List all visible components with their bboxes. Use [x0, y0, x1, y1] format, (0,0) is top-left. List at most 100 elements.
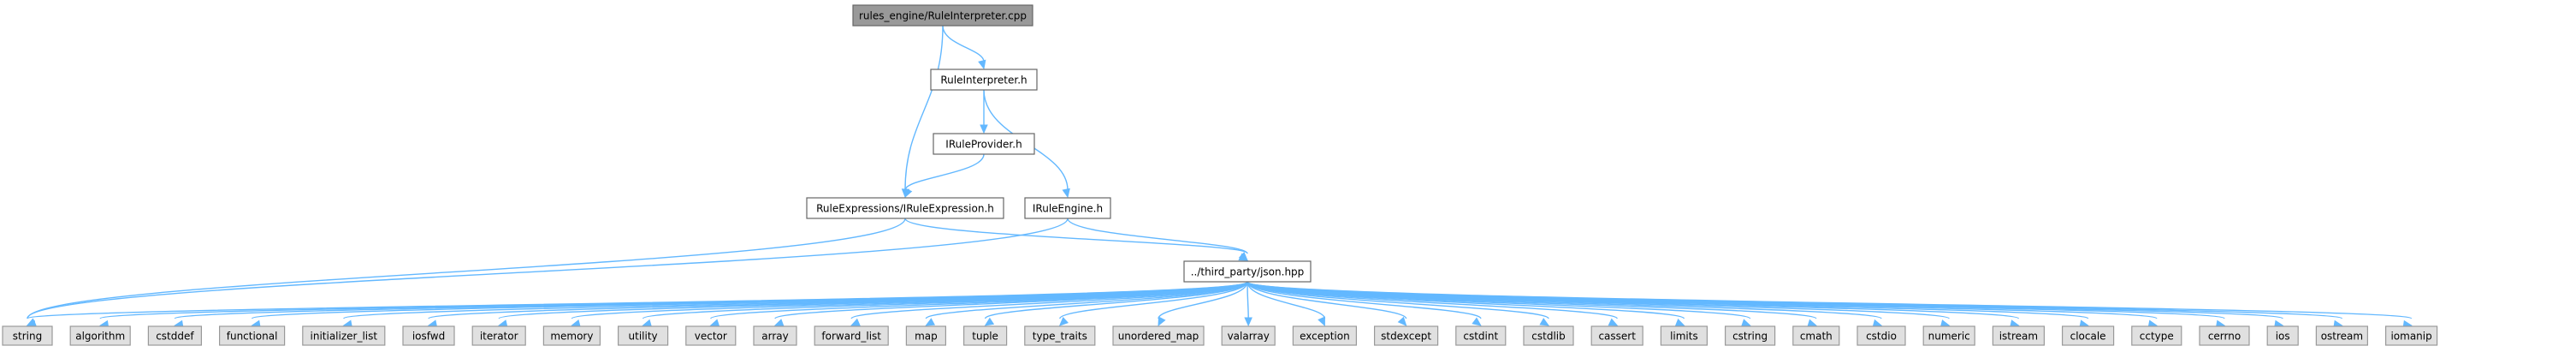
node-box [2, 325, 53, 346]
node-stdexcept[interactable]: stdexcept [1373, 325, 1439, 346]
node-box [402, 325, 455, 346]
node-forward-list[interactable]: forward_list [814, 325, 889, 346]
node-unordered-map[interactable]: unordered_map [1112, 325, 1205, 346]
node-utility[interactable]: utility [617, 325, 669, 346]
edge-iruleprovider-h-to-iruleexpression-h [904, 153, 985, 199]
node-ios[interactable]: ios [2266, 325, 2299, 346]
node-cstddef[interactable]: cstddef [147, 325, 202, 346]
node-box [1292, 325, 1358, 346]
node-type-traits[interactable]: type_traits [1024, 325, 1096, 346]
node-ruleexpressions-iruleexpression-h[interactable]: RuleExpressions/IRuleExpression.h [806, 197, 1004, 219]
node-cmath[interactable]: cmath [1792, 325, 1840, 346]
node-label: type_traits [1033, 331, 1087, 343]
node-clocale[interactable]: clocale [2062, 325, 2115, 346]
node-box [905, 325, 947, 346]
node-label: utility [629, 331, 658, 343]
node-initializer-list[interactable]: initializer_list [302, 325, 386, 346]
node-box [930, 69, 1038, 91]
node-cstdint[interactable]: cstdint [1455, 325, 1507, 346]
node-istream[interactable]: istream [1992, 325, 2045, 346]
node-map[interactable]: map [905, 325, 947, 346]
node-box [806, 197, 1004, 219]
node-cctype[interactable]: cctype [2131, 325, 2182, 346]
arrowhead [1318, 316, 1325, 327]
node-array[interactable]: array [753, 325, 797, 346]
node-box [1373, 325, 1439, 346]
node-exception[interactable]: exception [1292, 325, 1358, 346]
node-iomanip[interactable]: iomanip [2385, 325, 2438, 346]
edge-line [1247, 281, 2413, 319]
node-functional[interactable]: functional [219, 325, 286, 346]
node-box [2062, 325, 2115, 346]
edge-line [1158, 281, 1248, 319]
edge-json-hpp-to-s-valarray [1244, 281, 1252, 327]
node-box [617, 325, 669, 346]
node-vector[interactable]: vector [685, 325, 737, 346]
node-box [1523, 325, 1574, 346]
node-label: rules_engine/RuleInterpreter.cpp [859, 10, 1027, 22]
node-numeric[interactable]: numeric [1922, 325, 1975, 346]
node-box [814, 325, 889, 346]
edge-iruleexpression-h-to-s-string [26, 218, 906, 326]
node-label: RuleInterpreter.h [940, 75, 1027, 87]
edge-line [1247, 281, 1407, 319]
node-third-party-json-hpp[interactable]: ../third_party/json.hpp [1183, 260, 1312, 283]
node-label: initializer_list [311, 331, 378, 343]
arrowhead [980, 124, 988, 134]
node-cerrno[interactable]: cerrno [2199, 325, 2250, 346]
node-ruleinterpreter-h[interactable]: RuleInterpreter.h [930, 69, 1038, 91]
edge-line [1067, 218, 1248, 254]
edge-json-hpp-to-s-cstdint [1247, 281, 1482, 326]
arrowhead [1158, 316, 1166, 327]
node-iruleprovider-h[interactable]: IRuleProvider.h [933, 133, 1035, 155]
arrowhead [978, 59, 986, 70]
node-iosfwd[interactable]: iosfwd [402, 325, 455, 346]
node-ostream[interactable]: ostream [2315, 325, 2368, 346]
arrowhead [984, 317, 995, 326]
node-limits[interactable]: limits [1660, 325, 1708, 346]
node-cassert[interactable]: cassert [1590, 325, 1643, 346]
node-algorithm[interactable]: algorithm [69, 325, 131, 346]
edge-line [1247, 281, 2283, 319]
node-label: forward_list [821, 331, 881, 343]
arrowhead [1058, 317, 1069, 326]
edge-line [850, 281, 1248, 319]
node-label: exception [1300, 331, 1350, 343]
arrowhead [1872, 319, 1883, 328]
node-box [685, 325, 737, 346]
node-box [1221, 325, 1276, 346]
node-iruleengine-h[interactable]: IRuleEngine.h [1024, 197, 1111, 219]
edge-json-hpp-to-s-forward-list [850, 281, 1248, 326]
node-label: iterator [480, 331, 518, 343]
node-box [2199, 325, 2250, 346]
node-rules-engine-ruleinterpreter-cpp[interactable]: rules_engine/RuleInterpreter.cpp [852, 4, 1033, 27]
node-box [2131, 325, 2182, 346]
node-cstring[interactable]: cstring [1724, 325, 1776, 346]
node-memory[interactable]: memory [542, 325, 601, 346]
edge-line [1247, 281, 1482, 319]
node-cstdlib[interactable]: cstdlib [1523, 325, 1574, 346]
arrowhead [642, 319, 653, 327]
edge-json-hpp-to-s-stdexcept [1247, 281, 1407, 326]
edge-root-to-ruleinterp-h [942, 25, 986, 70]
edge-line [904, 25, 944, 191]
node-box [1024, 197, 1111, 219]
edge-json-hpp-to-s-map [925, 281, 1248, 326]
node-string[interactable]: string [2, 325, 53, 346]
node-valarray[interactable]: valarray [1221, 325, 1276, 346]
arrowhead [1244, 317, 1252, 327]
node-label: cstdlib [1531, 331, 1565, 343]
node-iterator[interactable]: iterator [471, 325, 526, 346]
node-tuple[interactable]: tuple [962, 325, 1008, 346]
node-label: memory [550, 331, 593, 343]
node-label: cstring [1732, 331, 1768, 343]
node-label: cstddef [156, 331, 194, 343]
node-label: limits [1670, 331, 1698, 343]
node-box [1024, 325, 1096, 346]
node-cstdio[interactable]: cstdio [1856, 325, 1906, 346]
edge-line [27, 218, 906, 319]
edge-line [1247, 281, 1549, 319]
edge-line [27, 218, 1069, 319]
node-label: cassert [1598, 331, 1636, 343]
